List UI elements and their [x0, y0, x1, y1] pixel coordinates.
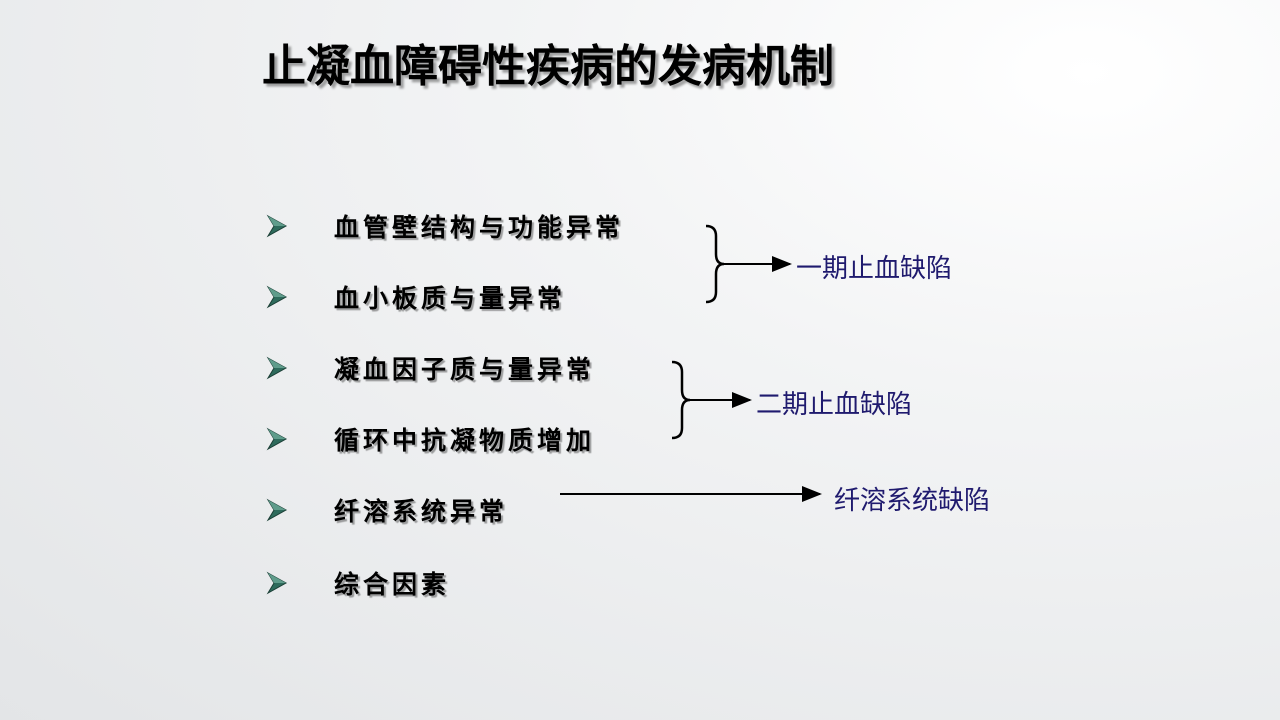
bullet-item: 纤溶系统异常	[266, 492, 508, 528]
bullet-item: 综合因素	[266, 565, 450, 601]
bullet-text: 凝血因子质与量异常	[334, 355, 596, 384]
defect-label-fibrinolytic: 纤溶系统缺陷	[834, 486, 991, 516]
bullet-item: 循环中抗凝物质增加	[266, 421, 595, 457]
bullet-arrow-icon	[266, 356, 288, 380]
bullet-arrow-icon	[266, 427, 288, 451]
brace-primary	[705, 224, 725, 304]
bullet-text: 纤溶系统异常	[334, 497, 509, 526]
defect-label-primary: 一期止血缺陷	[796, 254, 953, 284]
bullet-text: 血管壁结构与功能异常	[334, 213, 625, 242]
brace-secondary	[671, 360, 691, 440]
bullet-arrow-icon	[266, 571, 288, 595]
bullet-arrow-icon	[266, 498, 288, 522]
slide-title: 止凝血障碍性疾病的发病机制	[262, 41, 834, 92]
bullet-text: 循环中抗凝物质增加	[334, 426, 596, 455]
bullet-text: 血小板质与量异常	[334, 284, 567, 313]
bullet-arrow-icon	[266, 214, 288, 238]
bullet-item: 血小板质与量异常	[266, 279, 566, 315]
bullet-item: 血管壁结构与功能异常	[266, 208, 624, 244]
bullet-arrow-icon	[266, 285, 288, 309]
bullet-item: 凝血因子质与量异常	[266, 350, 595, 386]
bullet-text: 综合因素	[334, 570, 451, 599]
defect-label-secondary: 二期止血缺陷	[756, 390, 913, 420]
